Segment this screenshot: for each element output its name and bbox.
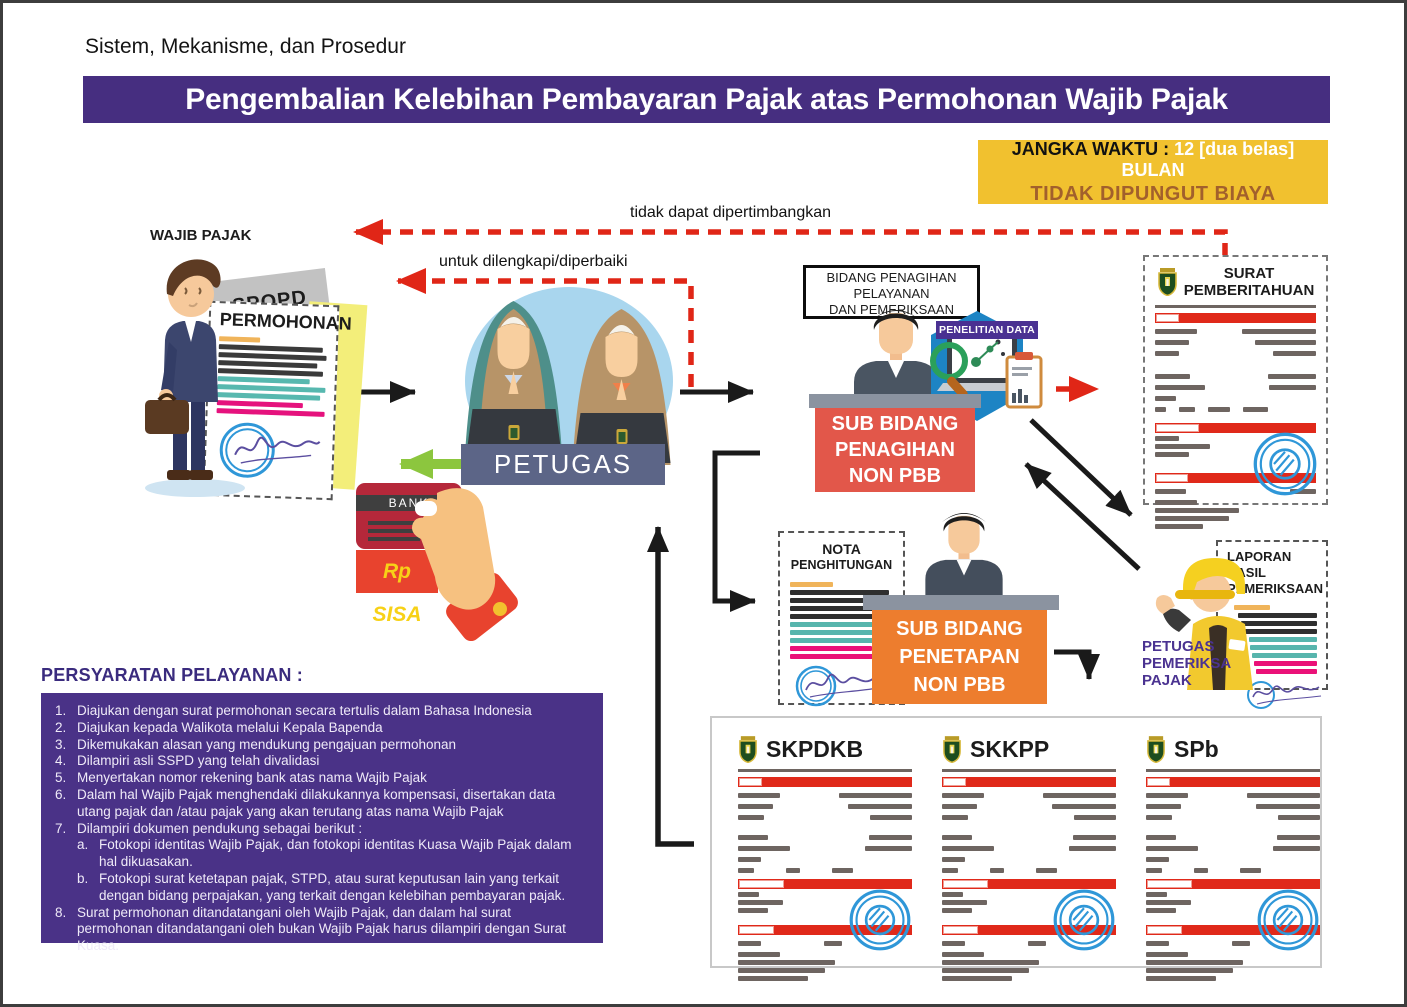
skpdkb-document: SKPDKB: [738, 732, 912, 981]
arrow-penagihan-to-nota: [712, 450, 760, 612]
page-title: Pengembalian Kelebihan Pembayaran Pajak …: [83, 76, 1330, 123]
requirement-subitem: b.Fotokopi surat ketetapan pajak, STPD, …: [77, 870, 566, 903]
penetapan-desk: [863, 595, 1059, 610]
bank-card-lines: [368, 517, 420, 545]
spb-title: SPb: [1174, 735, 1219, 762]
sub-penagihan-line1: SUB BIDANG: [831, 413, 959, 435]
arrow-penetapan-to-outputs: [1054, 649, 1100, 680]
stamp-signature: [219, 422, 321, 478]
stamp-signature: [795, 665, 879, 707]
skkpp-document: SKKPP: [942, 732, 1116, 981]
sub-bidang-penetapan-box: SUB BIDANG PENETAPAN NON PBB: [872, 610, 1047, 704]
requirement-item: 7.Dilampiri dokumen pendukung sebagai be…: [55, 820, 363, 836]
bidang-line1: BIDANG PENAGIHAN: [826, 270, 957, 285]
skkpp-title: SKKPP: [970, 735, 1050, 762]
requirement-item: 2.Diajukan kepada Walikota melalui Kepal…: [55, 719, 383, 735]
wajib-pajak-label: WAJIB PAJAK: [150, 227, 252, 244]
stamp-icon: [1253, 432, 1317, 496]
taxpayer-illustration: [145, 259, 245, 497]
bidang-line3: DAN PEMERIKSAAN: [829, 302, 954, 317]
penagihan-officer: [854, 310, 938, 401]
requirement-subitem: a.Fotokopi identitas Wajib Pajak, dan fo…: [77, 837, 572, 870]
surat-title-1: SURAT: [1223, 265, 1275, 282]
arrow-tidak-dapat-dipertimbangkan: [353, 219, 1228, 256]
requirement-item: 6.Dalam hal Wajib Pajak menghendaki dila…: [55, 786, 556, 819]
pemeriksa-line1: PETUGAS: [1142, 638, 1215, 655]
page-subtitle: Sistem, Mekanisme, dan Prosedur: [85, 35, 406, 58]
sub-penetapan-line1: SUB BIDANG: [896, 618, 1023, 640]
tppd-label: PETUGAS TPPD: [461, 444, 665, 520]
duration-value: 12 [dua belas] BULAN: [1121, 138, 1295, 180]
hand-illustration: [412, 488, 518, 642]
arrow-pemeriksa-to-penagihan: [1024, 462, 1141, 571]
nota-title-2: PENGHITUNGAN: [790, 558, 893, 572]
spb-document: SPb: [1146, 732, 1320, 981]
surat-title-2: PEMBERITAHUAN: [1183, 282, 1315, 299]
stamp-icon: [849, 889, 911, 951]
service-duration: JANGKA WAKTU : 12 [dua belas] BULAN: [978, 139, 1328, 181]
city-emblem-icon: [1157, 268, 1177, 296]
sub-penagihan-line3: NON PBB: [848, 465, 942, 487]
stamp-icon: [1257, 889, 1319, 951]
penetapan-officer: [925, 512, 1003, 597]
requirements-title: PERSYARATAN PELAYANAN :: [41, 665, 303, 685]
stamp-icon: [1053, 889, 1115, 951]
bidang-penagihan-box: BIDANG PENAGIHAN PELAYANAN DAN PEMERIKSA…: [803, 265, 980, 319]
penagihan-desk: [809, 394, 981, 408]
refund-amount-banner: Rp SISA: [356, 550, 438, 626]
duration-separator: :: [1158, 138, 1175, 159]
sub-penetapan-line3: NON PBB: [913, 674, 1006, 696]
arrow-outputs-to-tppd: [647, 526, 694, 847]
city-emblem-icon: [943, 735, 961, 763]
requirement-item: 1.Diajukan dengan surat permohonan secar…: [55, 703, 532, 718]
duration-label: JANGKA WAKTU: [1011, 138, 1159, 159]
nota-title: NOTA PENGHITUNGAN: [790, 541, 893, 573]
laporan-title-1: LAPORAN: [1227, 549, 1292, 564]
pemeriksa-line2: PEMERIKSA: [1142, 655, 1232, 672]
city-emblem-icon: [1147, 735, 1165, 763]
service-info-box: JANGKA WAKTU : 12 [dua belas] BULAN TIDA…: [978, 139, 1328, 205]
tppd-officer-1: [464, 301, 563, 463]
skpdkb-title: SKPDKB: [766, 735, 864, 762]
requirement-item: 8.Surat permohonan ditandatangani oleh W…: [55, 904, 566, 954]
label-tidak-dapat: tidak dapat dipertimbangkan: [630, 204, 832, 221]
surat-title: SURAT PEMBERITAHUAN: [1184, 265, 1315, 299]
surat-pemberitahuan-document: SURAT PEMBERITAHUAN: [1143, 255, 1328, 529]
laporan-title-3: PEMERIKSAAN: [1227, 581, 1324, 596]
pemeriksa-line3: PAJAK: [1142, 672, 1192, 689]
service-fee: TIDAK DIPUNGUT BIAYA: [1030, 182, 1276, 205]
sub-penetapan-line2: PENETAPAN: [899, 646, 1020, 668]
sub-bidang-penagihan-box: SUB BIDANG PENAGIHAN NON PBB: [815, 408, 975, 492]
sub-penagihan-line2: PENAGIHAN: [834, 439, 955, 461]
requirement-item: 4.Dilampiri asli SSPD yang telah divalid…: [55, 753, 320, 769]
pemeriksa-illustration: [1155, 558, 1253, 690]
requirements-box: 1.Diajukan dengan surat permohonan secar…: [41, 693, 603, 953]
tppd-officer-2: [572, 309, 671, 465]
output-documents-container: SKPDKB: [710, 716, 1322, 981]
permohonan-document: PERMOHONAN: [202, 300, 352, 501]
nota-title-1: NOTA: [822, 541, 861, 557]
label-untuk-dilengkapi: untuk dilengkapi/diperbaiki: [439, 253, 628, 270]
pemeriksa-label: PETUGAS PEMERIKSA PAJAK: [1142, 638, 1231, 689]
bidang-line2: PELAYANAN: [853, 286, 930, 301]
city-emblem-icon: [739, 735, 757, 763]
signature: [1247, 681, 1322, 709]
arrow-penagihan-to-pemeriksa: [1029, 418, 1133, 517]
laporan-title: LAPORAN HASIL PEMERIKSAAN: [1227, 549, 1324, 597]
requirement-item: 3.Dikemukakan alasan yang mendukung peng…: [55, 736, 457, 752]
requirement-item: 5.Menyertakan nomor rekening bank atas n…: [55, 770, 427, 786]
penelitian-data-ribbon: PENELITIAN DATA: [936, 321, 1038, 339]
